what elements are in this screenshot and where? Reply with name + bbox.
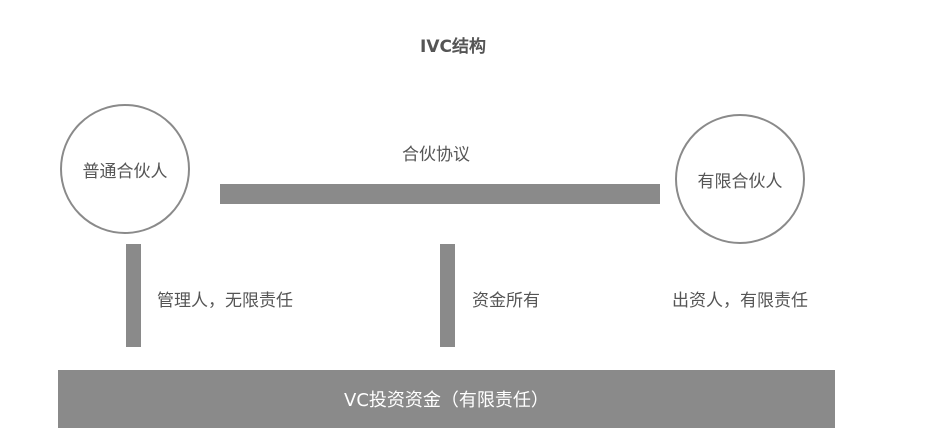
- general-partner-node: 普通合伙人: [60, 104, 190, 234]
- limited-partner-node: 有限合伙人: [675, 114, 805, 244]
- agreement-bar: [220, 184, 660, 204]
- vc-fund-bar: VC投资资金（有限责任）: [58, 370, 835, 428]
- fund-ownership-connector: [440, 244, 455, 347]
- fund-ownership-label: 资金所有: [472, 291, 540, 311]
- lp-role-label: 出资人，有限责任: [672, 291, 808, 311]
- agreement-label: 合伙协议: [402, 145, 470, 165]
- gp-role-label: 管理人，无限责任: [157, 291, 293, 311]
- vc-fund-label: VC投资资金（有限责任）: [344, 390, 549, 411]
- diagram-title: IVC结构: [420, 37, 486, 57]
- gp-connector: [126, 244, 141, 347]
